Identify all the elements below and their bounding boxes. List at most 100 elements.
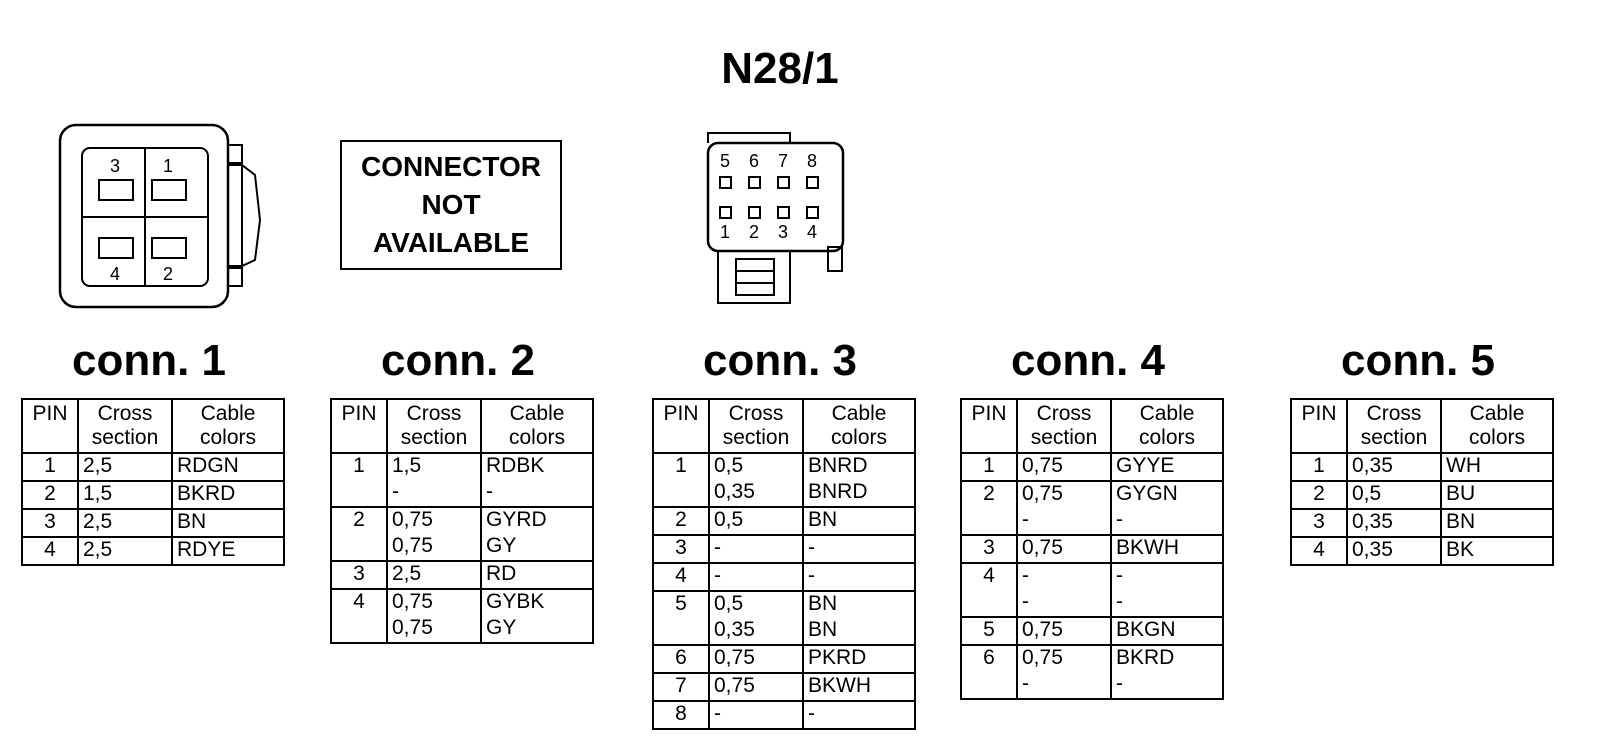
cross-section-value: 0,75 bbox=[1022, 536, 1063, 559]
cable-color-cell: RD bbox=[480, 561, 594, 590]
cable-color-value: BU bbox=[1446, 482, 1476, 505]
pin-cell: 5 bbox=[960, 617, 1018, 646]
not-available-line: NOT bbox=[421, 189, 481, 220]
pin-number: 4 bbox=[983, 564, 995, 587]
cable-color-cell: GYYE bbox=[1110, 453, 1224, 482]
pin-number: 6 bbox=[983, 646, 995, 669]
connector-3-drawing: 5 6 7 8 1 2 3 4 bbox=[706, 132, 845, 304]
cross-section-value: 2,5 bbox=[392, 562, 422, 585]
conn1-pin-label: 1 bbox=[163, 156, 173, 176]
cross-section-cell: 2,5 bbox=[386, 561, 482, 590]
cross-section-cell: 2,5 bbox=[77, 509, 173, 538]
cross-section-cell: 1,5 bbox=[77, 481, 173, 510]
pin-cell: 4 bbox=[1290, 537, 1348, 566]
cross-section-value: 0,5 bbox=[1352, 482, 1382, 505]
cross-section-value: 2,5 bbox=[83, 454, 113, 477]
cross-section-cell: 0,35 bbox=[1346, 453, 1442, 482]
header-line: Cross bbox=[1036, 402, 1092, 425]
cable-color-value: BK bbox=[1446, 538, 1475, 561]
header-line: Cable bbox=[509, 402, 565, 425]
pin-cell: 5 bbox=[652, 591, 710, 646]
cross-section-cell: - bbox=[708, 701, 804, 730]
pin-cell: 1 bbox=[330, 453, 388, 508]
cross-section-value: 0,35 bbox=[714, 618, 755, 641]
cable-color-value: GYYE bbox=[1116, 454, 1175, 477]
pin-number: 3 bbox=[1313, 510, 1325, 533]
pin-cell: 6 bbox=[652, 645, 710, 674]
pin-cell: 2 bbox=[652, 507, 710, 536]
cable-color-cell: - bbox=[802, 563, 916, 592]
conn3-pin-label: 4 bbox=[807, 222, 817, 242]
cross-section-value: - bbox=[1022, 672, 1029, 695]
cross-section-value: 0,5 bbox=[714, 454, 744, 477]
cross-section-cell: 0,75 0,75 bbox=[386, 589, 482, 644]
cross-section-value: 2,5 bbox=[83, 538, 113, 561]
pin-header: PIN bbox=[652, 398, 710, 454]
cross-section-cell: 0,75 bbox=[708, 645, 804, 674]
cable-color-cell: RDYE bbox=[171, 537, 285, 566]
pin-cell: 4 bbox=[960, 563, 1018, 618]
cross-section-value: 0,75 bbox=[1022, 646, 1063, 669]
header-line: section bbox=[722, 426, 790, 449]
cross-section-value: - bbox=[714, 564, 721, 587]
cable-color-cell: RDBK- bbox=[480, 453, 594, 508]
pin-cell: 3 bbox=[960, 535, 1018, 564]
cable-color-value: BNRD bbox=[808, 480, 868, 503]
cable-color-cell: BK bbox=[1440, 537, 1554, 566]
pin-cell: 2 bbox=[960, 481, 1018, 536]
header-line: Cable bbox=[831, 402, 887, 425]
header-line: Cable bbox=[1469, 402, 1525, 425]
conn3-pin-label: 8 bbox=[807, 151, 817, 171]
cable-color-value: BKWH bbox=[808, 674, 871, 697]
cable-color-value: BN bbox=[808, 618, 838, 641]
conn1-pin-label: 2 bbox=[163, 264, 173, 284]
cable-color-cell: BN bbox=[171, 509, 285, 538]
header-line: section bbox=[91, 426, 159, 449]
conn3-pin-label: 5 bbox=[720, 151, 730, 171]
cross-section-value: 0,75 bbox=[392, 590, 433, 613]
pin-number: 4 bbox=[1313, 538, 1325, 561]
pin-cell: 7 bbox=[652, 673, 710, 702]
header-line: colors bbox=[1138, 426, 1196, 449]
cable-color-value: - bbox=[1116, 508, 1123, 531]
cross-section-value: 0,75 bbox=[1022, 482, 1063, 505]
cable-color-value: RDBK bbox=[486, 454, 545, 477]
connector-title: conn. 3 bbox=[702, 336, 858, 385]
cable-color-value: BKRD bbox=[1116, 646, 1175, 669]
cable-color-cell: WH bbox=[1440, 453, 1554, 482]
cross-section-cell: 0,5 bbox=[1346, 481, 1442, 510]
header-line: section bbox=[1030, 426, 1098, 449]
table-row: 4-- bbox=[652, 563, 916, 592]
table-row: 8-- bbox=[652, 701, 916, 730]
cable-color-value: - bbox=[1116, 590, 1123, 613]
cross-section-value: 0,35 bbox=[1352, 538, 1393, 561]
cable-color-value: GYGN bbox=[1116, 482, 1178, 505]
pin-cell: 3 bbox=[21, 509, 79, 538]
cable-color-value: BNRD bbox=[808, 454, 868, 477]
cable-color-value: GY bbox=[486, 616, 517, 639]
cable-color-value: BN bbox=[808, 592, 838, 615]
cross-section-cell: 0,5 bbox=[708, 507, 804, 536]
cable-color-value: - bbox=[1116, 564, 1123, 587]
header-line: Cross bbox=[728, 402, 784, 425]
pin-cell: 1 bbox=[21, 453, 79, 482]
cross-section-value: 0,75 bbox=[392, 616, 433, 639]
cross-section-cell: - bbox=[708, 563, 804, 592]
conn3-pin-label: 2 bbox=[749, 222, 759, 242]
cross-section-value: - bbox=[714, 536, 721, 559]
